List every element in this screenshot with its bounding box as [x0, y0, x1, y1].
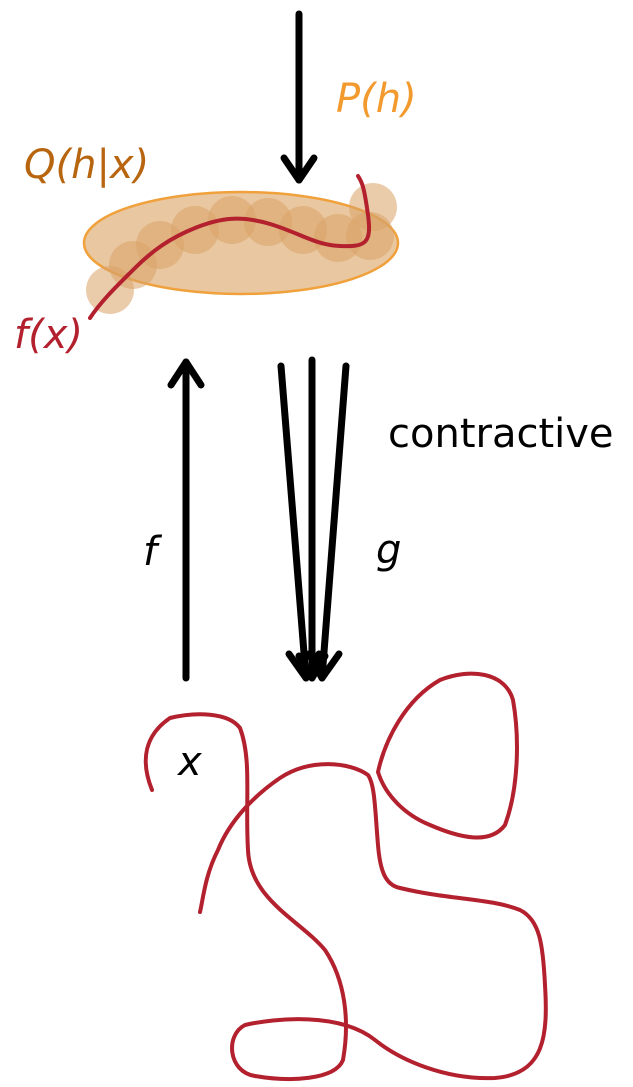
decoder-arrows-icon	[281, 360, 346, 678]
encoder-label: f	[143, 529, 163, 575]
decoder-property-label: contractive	[388, 411, 614, 457]
decoder-label: g	[376, 527, 401, 573]
posterior-label: Q(h|x)	[24, 142, 149, 188]
encoded-manifold-label: f(x)	[14, 312, 83, 358]
prior-arrow-icon	[284, 14, 314, 180]
input-manifold-curve	[146, 714, 546, 1079]
prior-label: P(h)	[336, 76, 417, 122]
encoder-arrow-icon	[171, 362, 201, 678]
input-manifold-loop	[378, 674, 517, 838]
input-label: x	[176, 739, 202, 785]
